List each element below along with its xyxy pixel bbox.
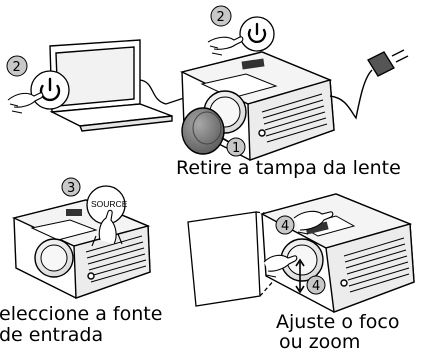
projection-screen-icon <box>187 211 277 307</box>
power-plug-icon <box>367 49 409 77</box>
projector-icon <box>11 199 151 299</box>
projector-icon <box>260 193 415 313</box>
double-arrow-icon <box>295 258 305 294</box>
step-number-4b: 4 <box>312 279 320 294</box>
step-number-1: 1 <box>232 141 240 156</box>
hand-icon <box>263 254 298 278</box>
video-cable <box>139 79 191 105</box>
focus-step: 4 <box>263 254 326 295</box>
hand-icon <box>207 36 244 56</box>
caption-select-source-line1: eleccione a fonte <box>0 303 163 325</box>
hand-icon <box>91 209 123 247</box>
power-icon <box>39 77 61 102</box>
caption-select-source-line2: de entrada <box>0 324 104 346</box>
step-number-3: 3 <box>67 181 75 196</box>
lens-cap-icon <box>181 107 239 155</box>
zoom-step: 4 <box>275 210 334 235</box>
caption-remove-lens-cap: Retire a tampa da lente <box>176 157 401 179</box>
step-number-2: 2 <box>13 60 21 75</box>
hand-icon <box>7 92 44 114</box>
power-icon <box>247 22 267 43</box>
projector-power-step: 2 <box>207 5 275 56</box>
step-badge-1: 1 <box>226 137 246 157</box>
laptop-power-step: 2 <box>6 55 70 114</box>
step-number-2b: 2 <box>217 10 225 25</box>
source-step: 3 SOURCE <box>61 177 128 247</box>
caption-adjust-line1: Ajuste o foco <box>276 311 400 333</box>
power-cord <box>329 69 373 120</box>
caption-adjust-line2: ou zoom <box>279 331 361 353</box>
hand-icon <box>293 210 334 235</box>
step-number-4: 4 <box>281 219 289 234</box>
source-button-label: SOURCE <box>91 199 128 209</box>
